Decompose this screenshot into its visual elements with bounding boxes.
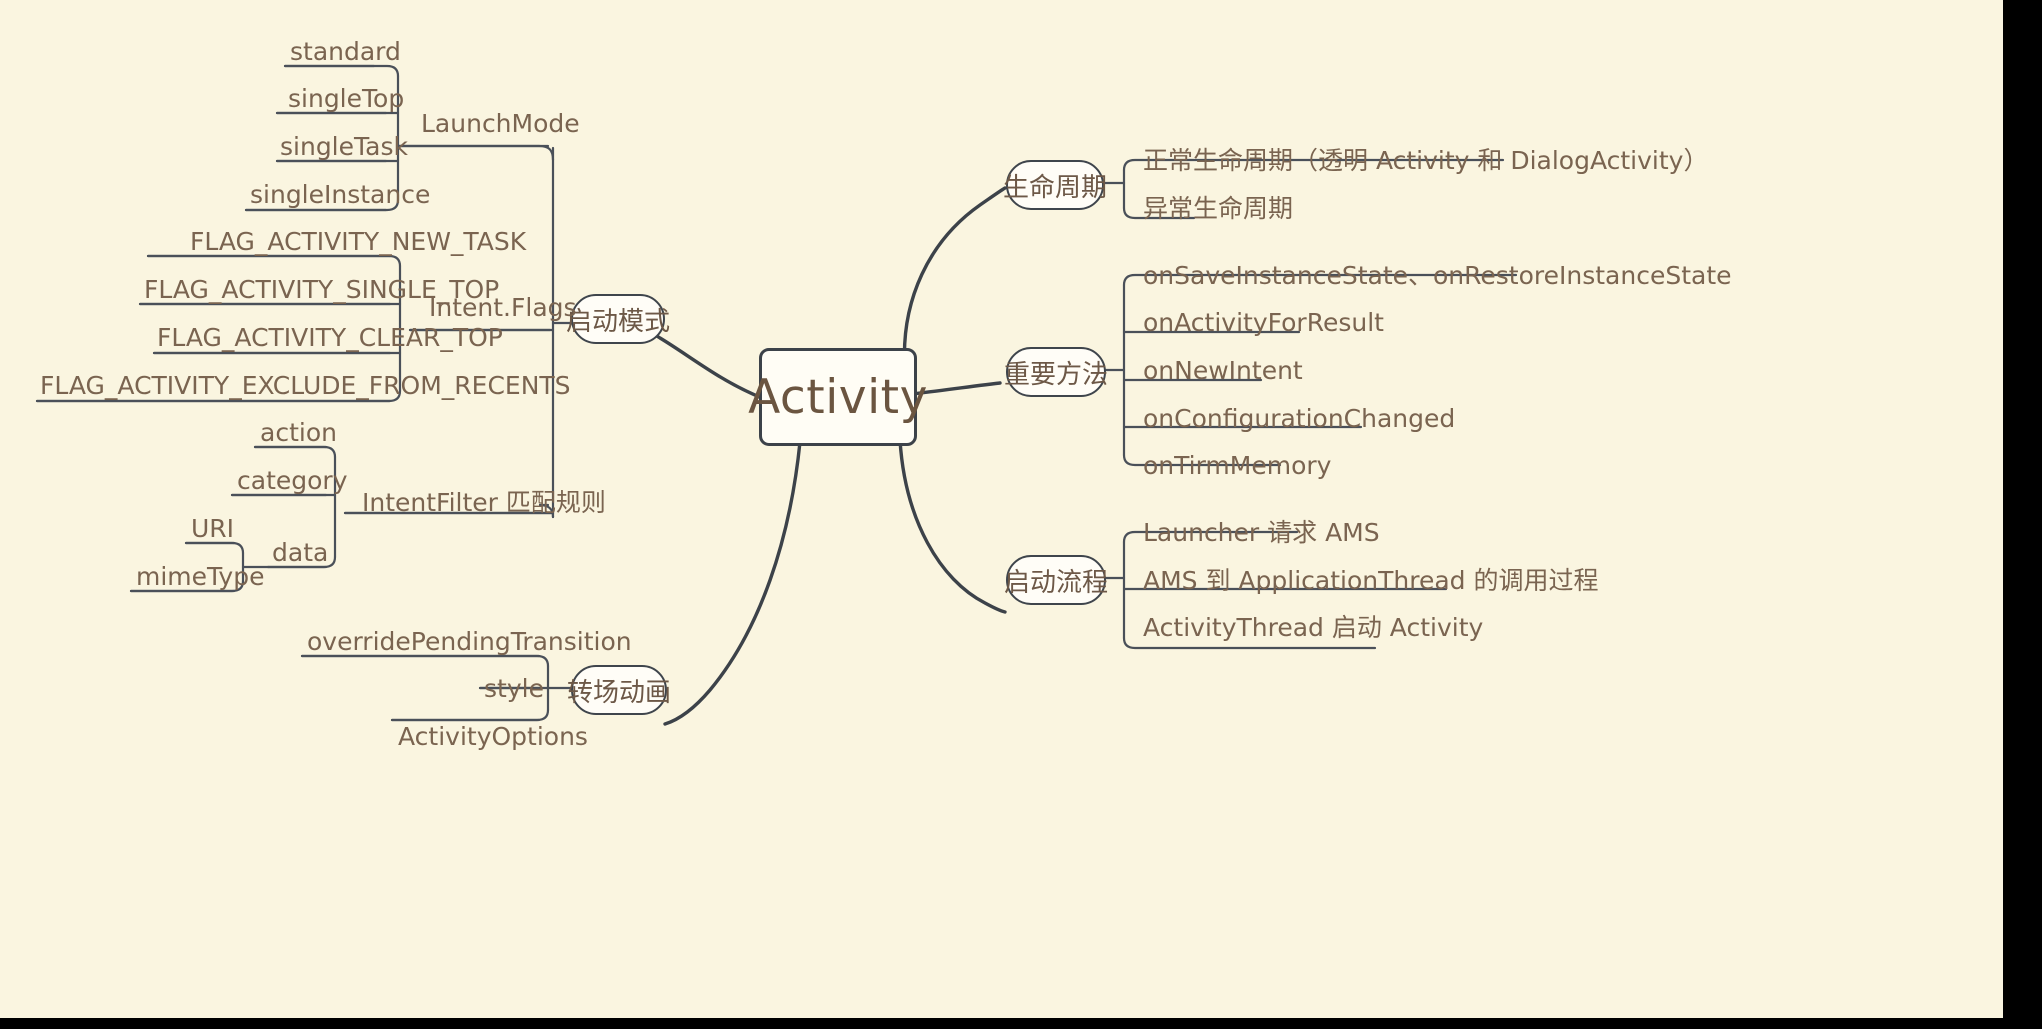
leaf-flag-activity-new-task[interactable]: FLAG_ACTIVITY_NEW_TASK [190, 227, 527, 256]
leaf-category[interactable]: category [237, 466, 348, 495]
root-node[interactable]: Activity [748, 348, 927, 446]
leaf-singleinstance[interactable]: singleInstance [250, 180, 431, 209]
leaf-mimetype[interactable]: mimeType [136, 562, 265, 591]
branch-label: 启动流程 [1004, 567, 1109, 598]
leaf-flag-activity-single-top[interactable]: FLAG_ACTIVITY_SINGLE_TOP [144, 275, 500, 304]
leaf-uri[interactable]: URI [191, 514, 235, 543]
branch-label: 重要方法 [1004, 359, 1109, 390]
leaf-singletask[interactable]: singleTask [280, 132, 408, 161]
leaf-launcher-request-ams[interactable]: Launcher 请求 AMS [1143, 518, 1380, 547]
leaf-on-configuration-changed[interactable]: onConfigurationChanged [1143, 404, 1456, 433]
branch-node-start-flow[interactable]: 启动流程 [1004, 555, 1109, 605]
subbranch-intent-flags[interactable]: Intent.Flags [429, 293, 577, 322]
leaf-flag-activity-exclude-from-recents[interactable]: FLAG_ACTIVITY_EXCLUDE_FROM_RECENTS [40, 371, 571, 400]
leaf-singletop[interactable]: singleTop [288, 84, 405, 113]
leaf-style[interactable]: style [484, 674, 544, 703]
branch-node-important-methods[interactable]: 重要方法 [1004, 347, 1109, 397]
branch-label: 生命周期 [1003, 172, 1108, 203]
leaf-on-trim-memory[interactable]: onTirmMemory [1143, 451, 1332, 480]
leaf-on-save-restore-instance-state[interactable]: onSaveInstanceState、onRestoreInstanceSta… [1143, 261, 1732, 290]
leaf-on-activity-for-result[interactable]: onActivityForResult [1143, 308, 1384, 337]
leaf-standard[interactable]: standard [290, 37, 401, 66]
branch-node-transition-animation[interactable]: 转场动画 [567, 665, 671, 715]
leaf-action[interactable]: action [260, 418, 337, 447]
leaf-data[interactable]: data [272, 538, 329, 567]
leaf-flag-activity-clear-top[interactable]: FLAG_ACTIVITY_CLEAR_TOP [157, 323, 503, 352]
leaf-override-pending-transition[interactable]: overridePendingTransition [307, 627, 632, 656]
leaf-activitythread-start-activity[interactable]: ActivityThread 启动 Activity [1143, 613, 1484, 642]
leaf-normal-lifecycle[interactable]: 正常生命周期（透明 Activity 和 DialogActivity） [1143, 146, 1709, 175]
leaf-abnormal-lifecycle[interactable]: 异常生命周期 [1143, 194, 1294, 223]
mindmap-board: Activity 启动模式 转场动画 生命周期 重要方法 启动流程 Launch… [0, 0, 2003, 1018]
leaf-ams-to-applicationthread[interactable]: AMS 到 ApplicationThread 的调用过程 [1143, 566, 1599, 595]
root-label: Activity [748, 369, 928, 425]
subbranch-launchmode[interactable]: LaunchMode [421, 109, 580, 138]
leaf-on-new-intent[interactable]: onNewIntent [1143, 356, 1303, 385]
subbranch-intentfilter-rules[interactable]: IntentFilter 匹配规则 [362, 488, 606, 517]
branch-node-lifecycle[interactable]: 生命周期 [1003, 160, 1108, 210]
branch-label: 转场动画 [567, 677, 672, 708]
branch-label: 启动模式 [566, 306, 671, 337]
leaf-activity-options[interactable]: ActivityOptions [398, 722, 588, 751]
branch-node-launch-mode[interactable]: 启动模式 [566, 294, 670, 344]
